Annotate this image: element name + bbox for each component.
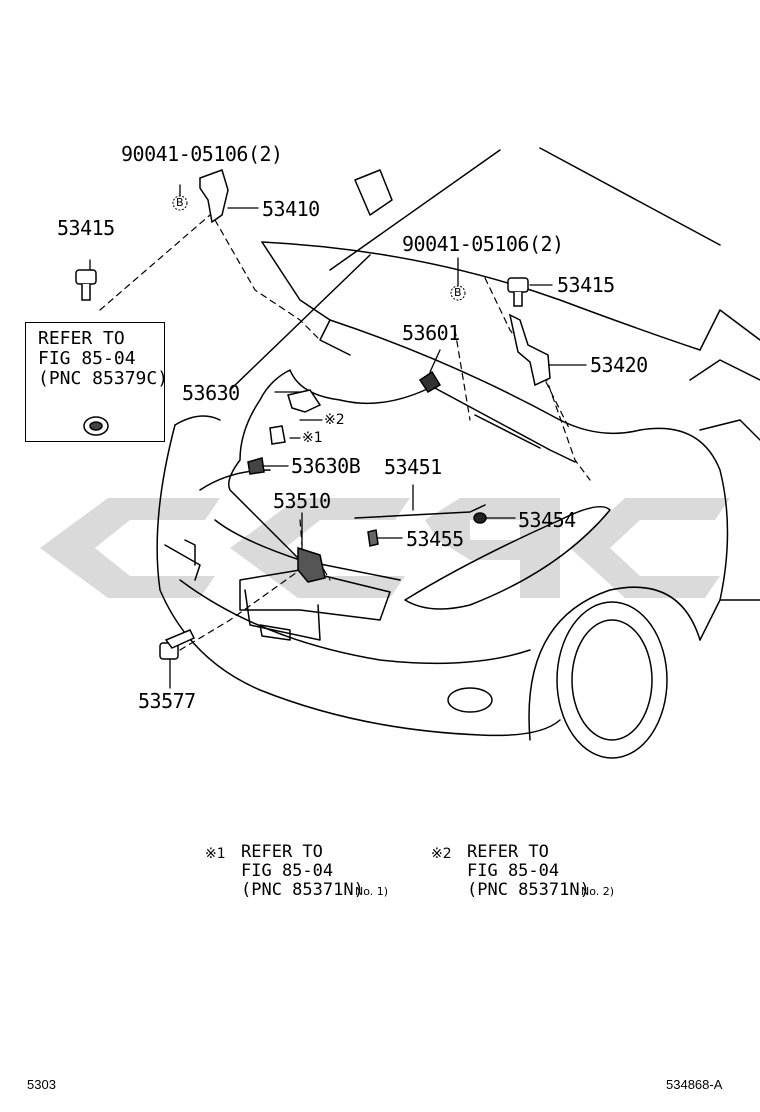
label-53577: 53577 [138, 689, 196, 713]
ref-mark-2: ※2 [324, 412, 345, 428]
hood-hinge-left [199, 169, 229, 224]
bolt-53415-left [75, 269, 97, 301]
label-53420: 53420 [590, 353, 648, 377]
hood-lock-53601 [418, 370, 442, 394]
bolt-b-letter-right: B [454, 286, 462, 299]
clip-ref-1 [269, 425, 286, 445]
note1-mark: ※1 [205, 846, 226, 862]
bolt-b-marker-right [450, 285, 466, 301]
release-cable [228, 369, 426, 561]
label-53601: 53601 [402, 321, 460, 345]
bolt-b-marker-left [172, 195, 188, 211]
wheel [556, 601, 668, 759]
label-90041-05106-right: 90041-05106(2) [402, 232, 564, 256]
headlight [404, 505, 611, 610]
note2-suffix: No. 2) [581, 885, 615, 898]
label-53630B: 53630B [291, 454, 361, 478]
watermark-logo [40, 498, 730, 598]
note1-line3: (PNC 85371N) [241, 880, 364, 900]
release-handle [287, 389, 322, 413]
cushion-53455 [367, 529, 379, 547]
label-53410: 53410 [262, 197, 320, 221]
hood-hinge-right [508, 313, 551, 387]
refer-box-line2: FIG 85-04 [38, 348, 136, 369]
bolt-53415-right [507, 277, 529, 307]
grommet-53454 [473, 512, 487, 524]
note2-line1: REFER TO [467, 842, 549, 862]
figure-id: 534868-A [666, 1077, 723, 1092]
label-53454: 53454 [518, 508, 576, 532]
label-53415-left: 53415 [57, 216, 115, 240]
bolt-53577 [159, 629, 196, 660]
label-53455: 53455 [406, 527, 464, 551]
label-53630: 53630 [182, 381, 240, 405]
note2-line3: (PNC 85371N) [467, 880, 590, 900]
label-53415-right: 53415 [557, 273, 615, 297]
support-rod [354, 504, 486, 519]
note2-mark: ※2 [431, 846, 452, 862]
note1-suffix: No. 1) [355, 885, 389, 898]
hood-latch-53510 [297, 546, 326, 583]
refer-to-box: REFER TO FIG 85-04 (PNC 85379C) [25, 322, 169, 442]
windshield-edge [539, 147, 721, 246]
wheel-arch [528, 586, 701, 741]
bolt-b-letter-left: B [176, 196, 184, 209]
refer-box-line1: REFER TO [38, 328, 125, 349]
ref-mark-1: ※1 [302, 430, 323, 446]
refer-box-line3: (PNC 85379C) [38, 368, 169, 389]
note1-line1: REFER TO [241, 842, 323, 862]
front-bumper [156, 424, 561, 737]
label-90041-05106-left: 90041-05106(2) [121, 142, 283, 166]
note1-line2: FIG 85-04 [241, 861, 334, 881]
page-code: 5303 [27, 1077, 56, 1092]
label-53510: 53510 [273, 489, 331, 513]
label-53451: 53451 [384, 455, 442, 479]
fog-light [447, 687, 493, 713]
hood-outline [261, 241, 701, 351]
fender-right [639, 427, 729, 601]
clip-53630B [247, 457, 265, 475]
note2-line2: FIG 85-04 [467, 861, 560, 881]
